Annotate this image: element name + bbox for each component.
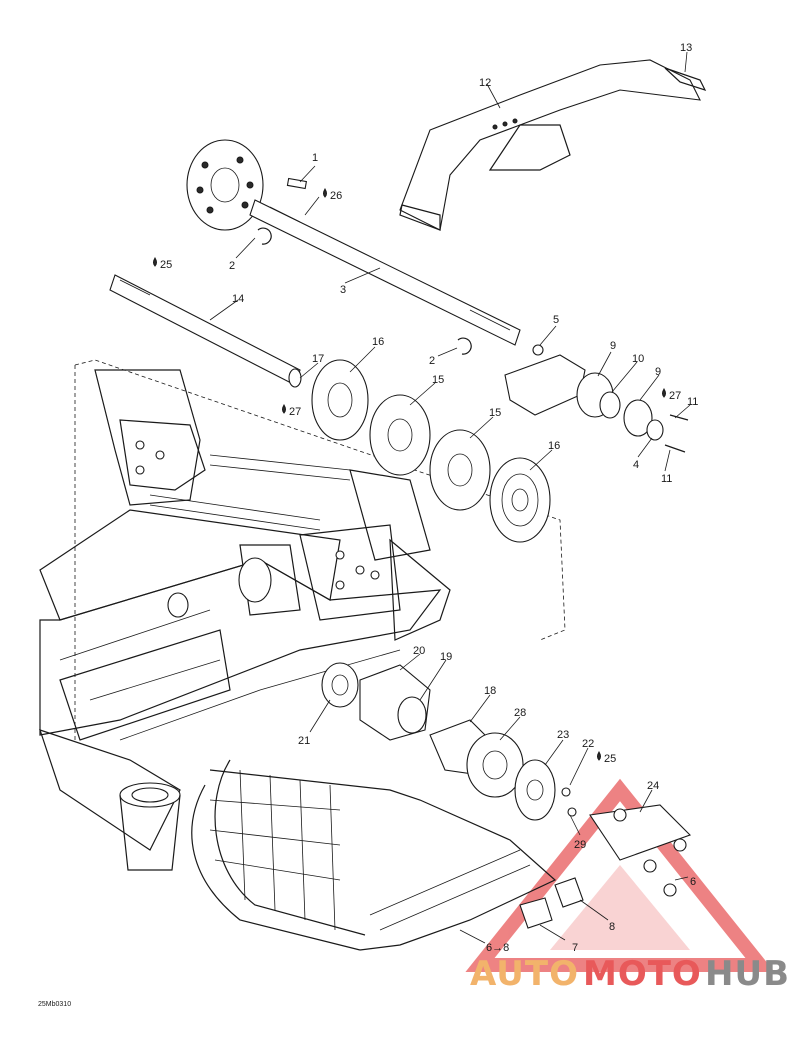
watermark-text: AUTO MOTO HUB — [470, 954, 790, 994]
circlip-lower — [457, 337, 472, 355]
sprocket-15-a — [369, 394, 431, 476]
callout-11: 11 — [687, 396, 698, 408]
callout-19: 19 — [440, 651, 452, 663]
callout-15: 15 — [489, 407, 501, 419]
brake-disc — [186, 139, 264, 231]
watermark-auto: AUTO — [470, 954, 579, 994]
watermark-hub: HUB — [705, 954, 790, 994]
callout-1: 1 — [312, 152, 318, 164]
callout-22: 22 — [582, 738, 594, 750]
circlip-upper — [257, 227, 272, 245]
callout-2: 2 — [429, 355, 435, 367]
callout-labels: 1 2 2 3 4 5 6 7 8 9 9 10 11 11 12 13 14 … — [160, 42, 698, 954]
cover-part-12 — [399, 59, 701, 231]
bearing-assembly-lower — [321, 662, 577, 821]
callout-11: 11 — [661, 473, 672, 485]
drop-icon — [662, 388, 666, 398]
callout-15: 15 — [432, 374, 444, 386]
callout-23: 23 — [557, 729, 569, 741]
callout-3: 3 — [340, 284, 346, 296]
callout-20: 20 — [413, 645, 425, 657]
callout-21: 21 — [298, 735, 310, 747]
chassis-frame — [39, 369, 451, 851]
sprocket-16-left — [311, 359, 369, 441]
callout-2: 2 — [229, 260, 235, 272]
plate-24 — [589, 804, 692, 897]
callout-25: 25 — [160, 259, 172, 271]
callout-5: 5 — [553, 314, 559, 326]
callout-9: 9 — [610, 340, 616, 352]
drive-axle-3 — [249, 199, 521, 346]
drop-icon — [323, 188, 327, 198]
callout-27: 27 — [669, 390, 681, 402]
callout-26: 26 — [330, 190, 342, 202]
leader-lines — [209, 51, 691, 944]
callout-16: 16 — [548, 440, 560, 452]
part-7 — [519, 897, 553, 929]
watermark-moto: MOTO — [583, 954, 702, 994]
callout-9: 9 — [655, 366, 661, 378]
callout-6-to-8: 6→8 — [486, 942, 509, 954]
callout-12: 12 — [479, 77, 491, 89]
callout-24: 24 — [647, 780, 659, 792]
drop-icon — [282, 404, 286, 414]
part-13 — [664, 67, 707, 92]
lubricant-symbols — [153, 188, 666, 761]
callout-16: 16 — [372, 336, 384, 348]
callout-27: 27 — [289, 406, 301, 418]
callout-4: 4 — [633, 459, 639, 471]
sprocket-16-right — [489, 457, 551, 543]
callout-25: 25 — [604, 753, 616, 765]
support-post — [119, 782, 181, 871]
drop-icon — [153, 257, 157, 267]
track — [191, 759, 557, 951]
axle-14 — [109, 274, 302, 388]
sprocket-15-b — [429, 429, 491, 511]
callout-29: 29 — [574, 839, 586, 851]
callout-7: 7 — [572, 942, 578, 954]
part-8 — [554, 877, 584, 908]
drawing-code: 25Mb0310 — [38, 1001, 71, 1008]
callout-6: 6 — [690, 876, 696, 888]
reference-outline — [74, 359, 566, 641]
callout-18: 18 — [484, 685, 496, 697]
watermark-logo — [465, 778, 775, 972]
drop-icon — [597, 751, 601, 761]
callout-28: 28 — [514, 707, 526, 719]
callout-8: 8 — [609, 921, 615, 933]
callout-14: 14 — [232, 293, 244, 305]
callout-17: 17 — [312, 353, 324, 365]
key-part-1 — [286, 177, 308, 190]
callout-13: 13 — [680, 42, 692, 54]
bearing-housing-upper — [504, 344, 689, 453]
callout-10: 10 — [632, 353, 644, 365]
